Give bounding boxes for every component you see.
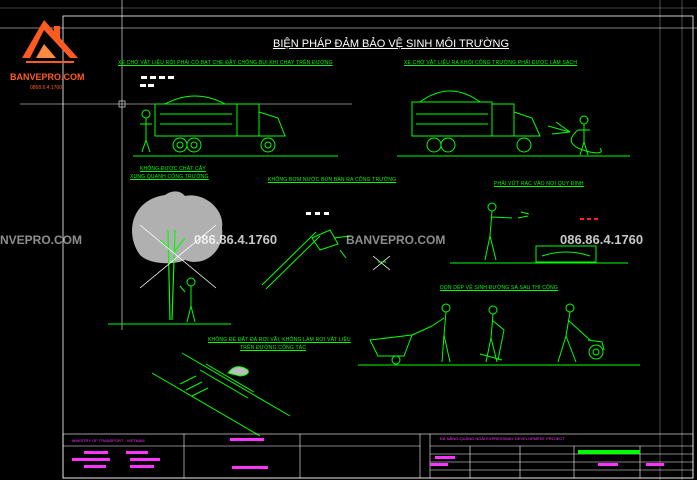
tree-icon <box>108 191 231 325</box>
label-trash: PHẢI VỨT RÁC VÀO NƠI QUY ĐỊNH <box>494 181 584 187</box>
cleaning-crew-icon <box>358 303 640 366</box>
trash-disposal-icon <box>450 202 628 264</box>
logo-brand: BANVEPRO.COM <box>10 72 85 82</box>
label-road-2: TRÊN ĐƯỜNG CÔNG TÁC <box>240 345 307 351</box>
label-water: KHÔNG BƠM NƯỚC BÙN BẨN RA CÔNG TRƯỜNG <box>268 177 397 183</box>
red-marker <box>580 218 598 220</box>
road-debris-icon <box>151 352 291 437</box>
title-block <box>62 433 694 479</box>
label-clean-truck: XE CHỞ VẬT LIỆU RA KHỎI CÔNG TRƯỜNG PHẢI… <box>404 60 578 66</box>
watermark-phone-2: 086.86.4.1760 <box>560 232 644 247</box>
truck-covered-icon <box>133 95 338 157</box>
titleblock-ministry: MINISTRY OF TRANSPORT - VIETNAM <box>72 438 145 443</box>
drawing-title: BIỆN PHÁP ĐẢM BẢO VỆ SINH MÔI TRƯỜNG <box>273 38 510 50</box>
water-pump-icon <box>261 212 391 290</box>
watermark-brand-center: BANVEPRO.COM <box>346 233 446 247</box>
watermark-phone-1: 086.86.4.1760 <box>194 232 278 247</box>
watermark-brand-left: NVEPRO.COM <box>0 233 83 247</box>
label-road-1: KHÔNG ĐỂ ĐẤT ĐÁ RƠI VÃI, KHÔNG LÀM RƠI V… <box>208 337 351 343</box>
label-tree-1: KHÔNG ĐƯỢC CHẶT CÂY <box>140 166 206 172</box>
label-covered-truck: XE CHỞ VẬT LIỆU RỜI PHẢI CÓ BẠT CHE ĐẬY … <box>118 60 333 66</box>
label-tree-2: XUNG QUANH CÔNG TRƯỜNG <box>130 174 209 180</box>
label-cleaning: DỌN DẸP VỆ SINH ĐƯỜNG SÁ SAU THI CÔNG <box>440 285 559 291</box>
title-block-fields <box>72 438 664 469</box>
truck-washing-icon <box>397 90 630 157</box>
logo-phone: 0868.6.4.1760 <box>30 85 62 91</box>
text-marker-left <box>140 76 174 87</box>
titleblock-project: ĐÀ NẴNG-QUẢNG NGÃI EXPRESSWAY DEVELOPMEN… <box>440 436 565 441</box>
house-logo-icon <box>22 20 78 63</box>
